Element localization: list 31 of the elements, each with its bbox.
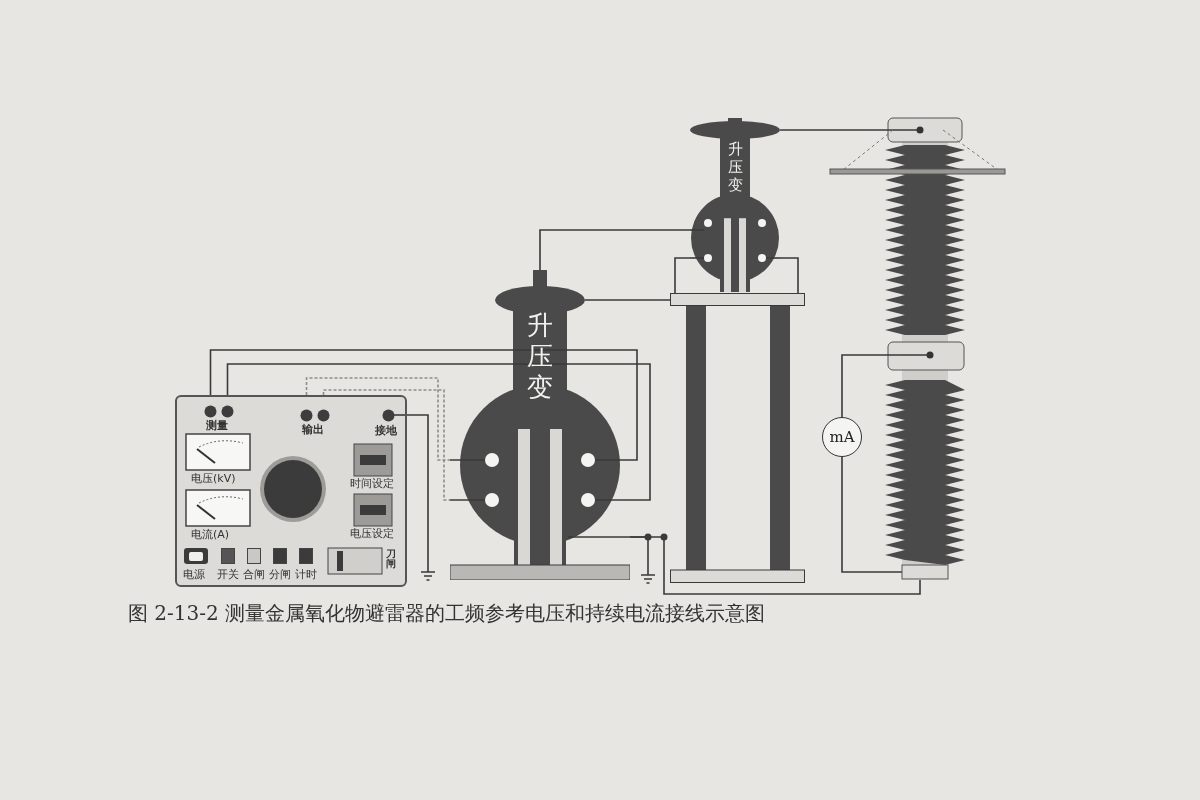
control-label: 合闸 [243,569,265,580]
wire [226,363,651,501]
wire [629,299,671,301]
wire [406,414,429,566]
control-label: 电源 [183,569,205,580]
terminal-label: 测量 [206,420,228,431]
dotted-wire [305,377,451,461]
control-panel [175,395,407,587]
wire [629,536,921,595]
dotted-wire [322,389,451,501]
wire [779,257,799,294]
transformer-label: 升压变 [726,140,744,194]
control-label: 计时 [295,569,317,580]
display-label: 时间设定 [350,478,394,489]
meter-label: 电压(kV) [191,473,236,484]
wire [674,257,691,294]
terminal-label: 输出 [302,424,324,435]
terminal-label: 接地 [375,425,397,436]
figure-caption: 图 2-13-2 测量金属氧化物避雷器的工频参考电压和持续电流接线示意图 [128,600,766,627]
wire [841,456,881,573]
milliammeter: mA [822,417,862,457]
control-label: 开关 [217,569,239,580]
display-label: 电压设定 [350,528,394,539]
control-label: 分闸 [269,569,291,580]
meter-label: 电流(A) [191,529,230,540]
wire [209,349,638,461]
switch-label: 刀闸 [386,549,397,569]
wire [841,354,881,418]
wire [779,129,881,131]
wire [539,229,691,271]
transformer-label: 升压变 [526,310,554,404]
